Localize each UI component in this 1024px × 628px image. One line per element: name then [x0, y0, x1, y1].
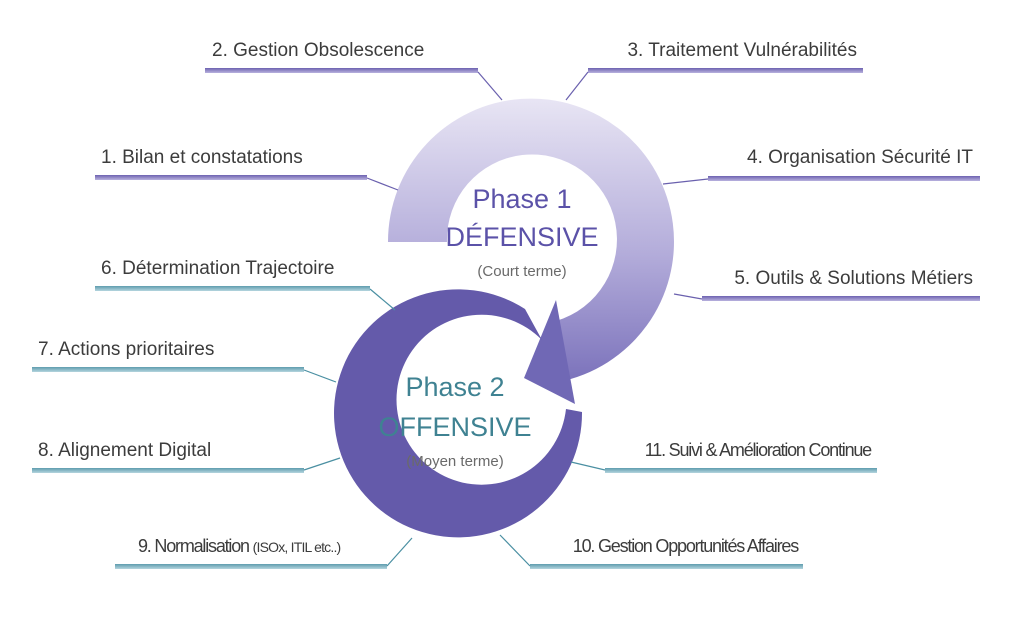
step-11-bar: [605, 468, 877, 473]
step-9-bar: [115, 564, 387, 569]
step-1-label: 1. Bilan et constatations: [101, 147, 303, 168]
step-10-label: 10. Gestion Opportunités Affaires: [573, 536, 799, 556]
phase2-title: Phase 2: [405, 372, 504, 402]
step-6-connector: [369, 288, 396, 311]
step-4-connector: [662, 178, 709, 185]
step-7-connector: [303, 369, 337, 383]
phase1-mode: DÉFENSIVE: [445, 222, 598, 252]
step-9-label: 9. Normalisation (ISOx, ITIL etc..): [138, 536, 341, 556]
label-bars: [32, 68, 980, 569]
phase2-term: (Moyen terme): [406, 453, 504, 470]
phase2-mode: OFFENSIVE: [378, 412, 531, 442]
step-1-bar: [95, 175, 367, 180]
step-6-bar: [95, 286, 370, 291]
phase2-ring: [334, 289, 583, 538]
step-8-connector: [303, 457, 341, 471]
phase1-arc: [387, 98, 674, 382]
step-3-bar: [588, 68, 863, 73]
step-5-bar: [702, 296, 980, 301]
step-2-label: 2. Gestion Obsolescence: [212, 40, 424, 61]
step-3-label: 3. Traitement Vulnérabilités: [627, 40, 857, 61]
step-4-bar: [708, 176, 980, 181]
phase1-term: (Court terme): [477, 263, 566, 280]
step-4-label: 4. Organisation Sécurité IT: [747, 147, 973, 168]
step-10-bar: [530, 564, 803, 569]
step-10-connector: [499, 534, 531, 567]
phase1-title: Phase 1: [472, 184, 571, 214]
step-9-connector: [386, 537, 413, 567]
step-2-bar: [205, 68, 478, 73]
step-5-label: 5. Outils & Solutions Métiers: [734, 268, 973, 289]
phase1-ring: [387, 98, 674, 404]
step-7-bar: [32, 367, 304, 372]
step-2-connector: [477, 71, 503, 101]
step-6-label: 6. Détermination Trajectoire: [101, 258, 334, 279]
phase1-arrowhead: [524, 300, 575, 404]
step-8-label: 8. Alignement Digital: [38, 440, 211, 461]
step-8-bar: [32, 468, 304, 473]
step-9-label-note: (ISOx, ITIL etc..): [253, 539, 341, 555]
step-7-label: 7. Actions prioritaires: [38, 339, 214, 360]
step-1-connector: [366, 177, 399, 191]
step-11-label: 11. Suivi & Amélioration Continue: [645, 440, 872, 460]
step-labels: 1. Bilan et constatations 2. Gestion Obs…: [38, 40, 973, 556]
connectors: [303, 71, 709, 567]
step-9-label-main: 9. Normalisation: [138, 536, 253, 556]
step-5-connector: [673, 293, 703, 300]
step-11-connector: [570, 461, 606, 471]
step-3-connector: [565, 71, 589, 101]
phase2-arc: [334, 289, 583, 538]
